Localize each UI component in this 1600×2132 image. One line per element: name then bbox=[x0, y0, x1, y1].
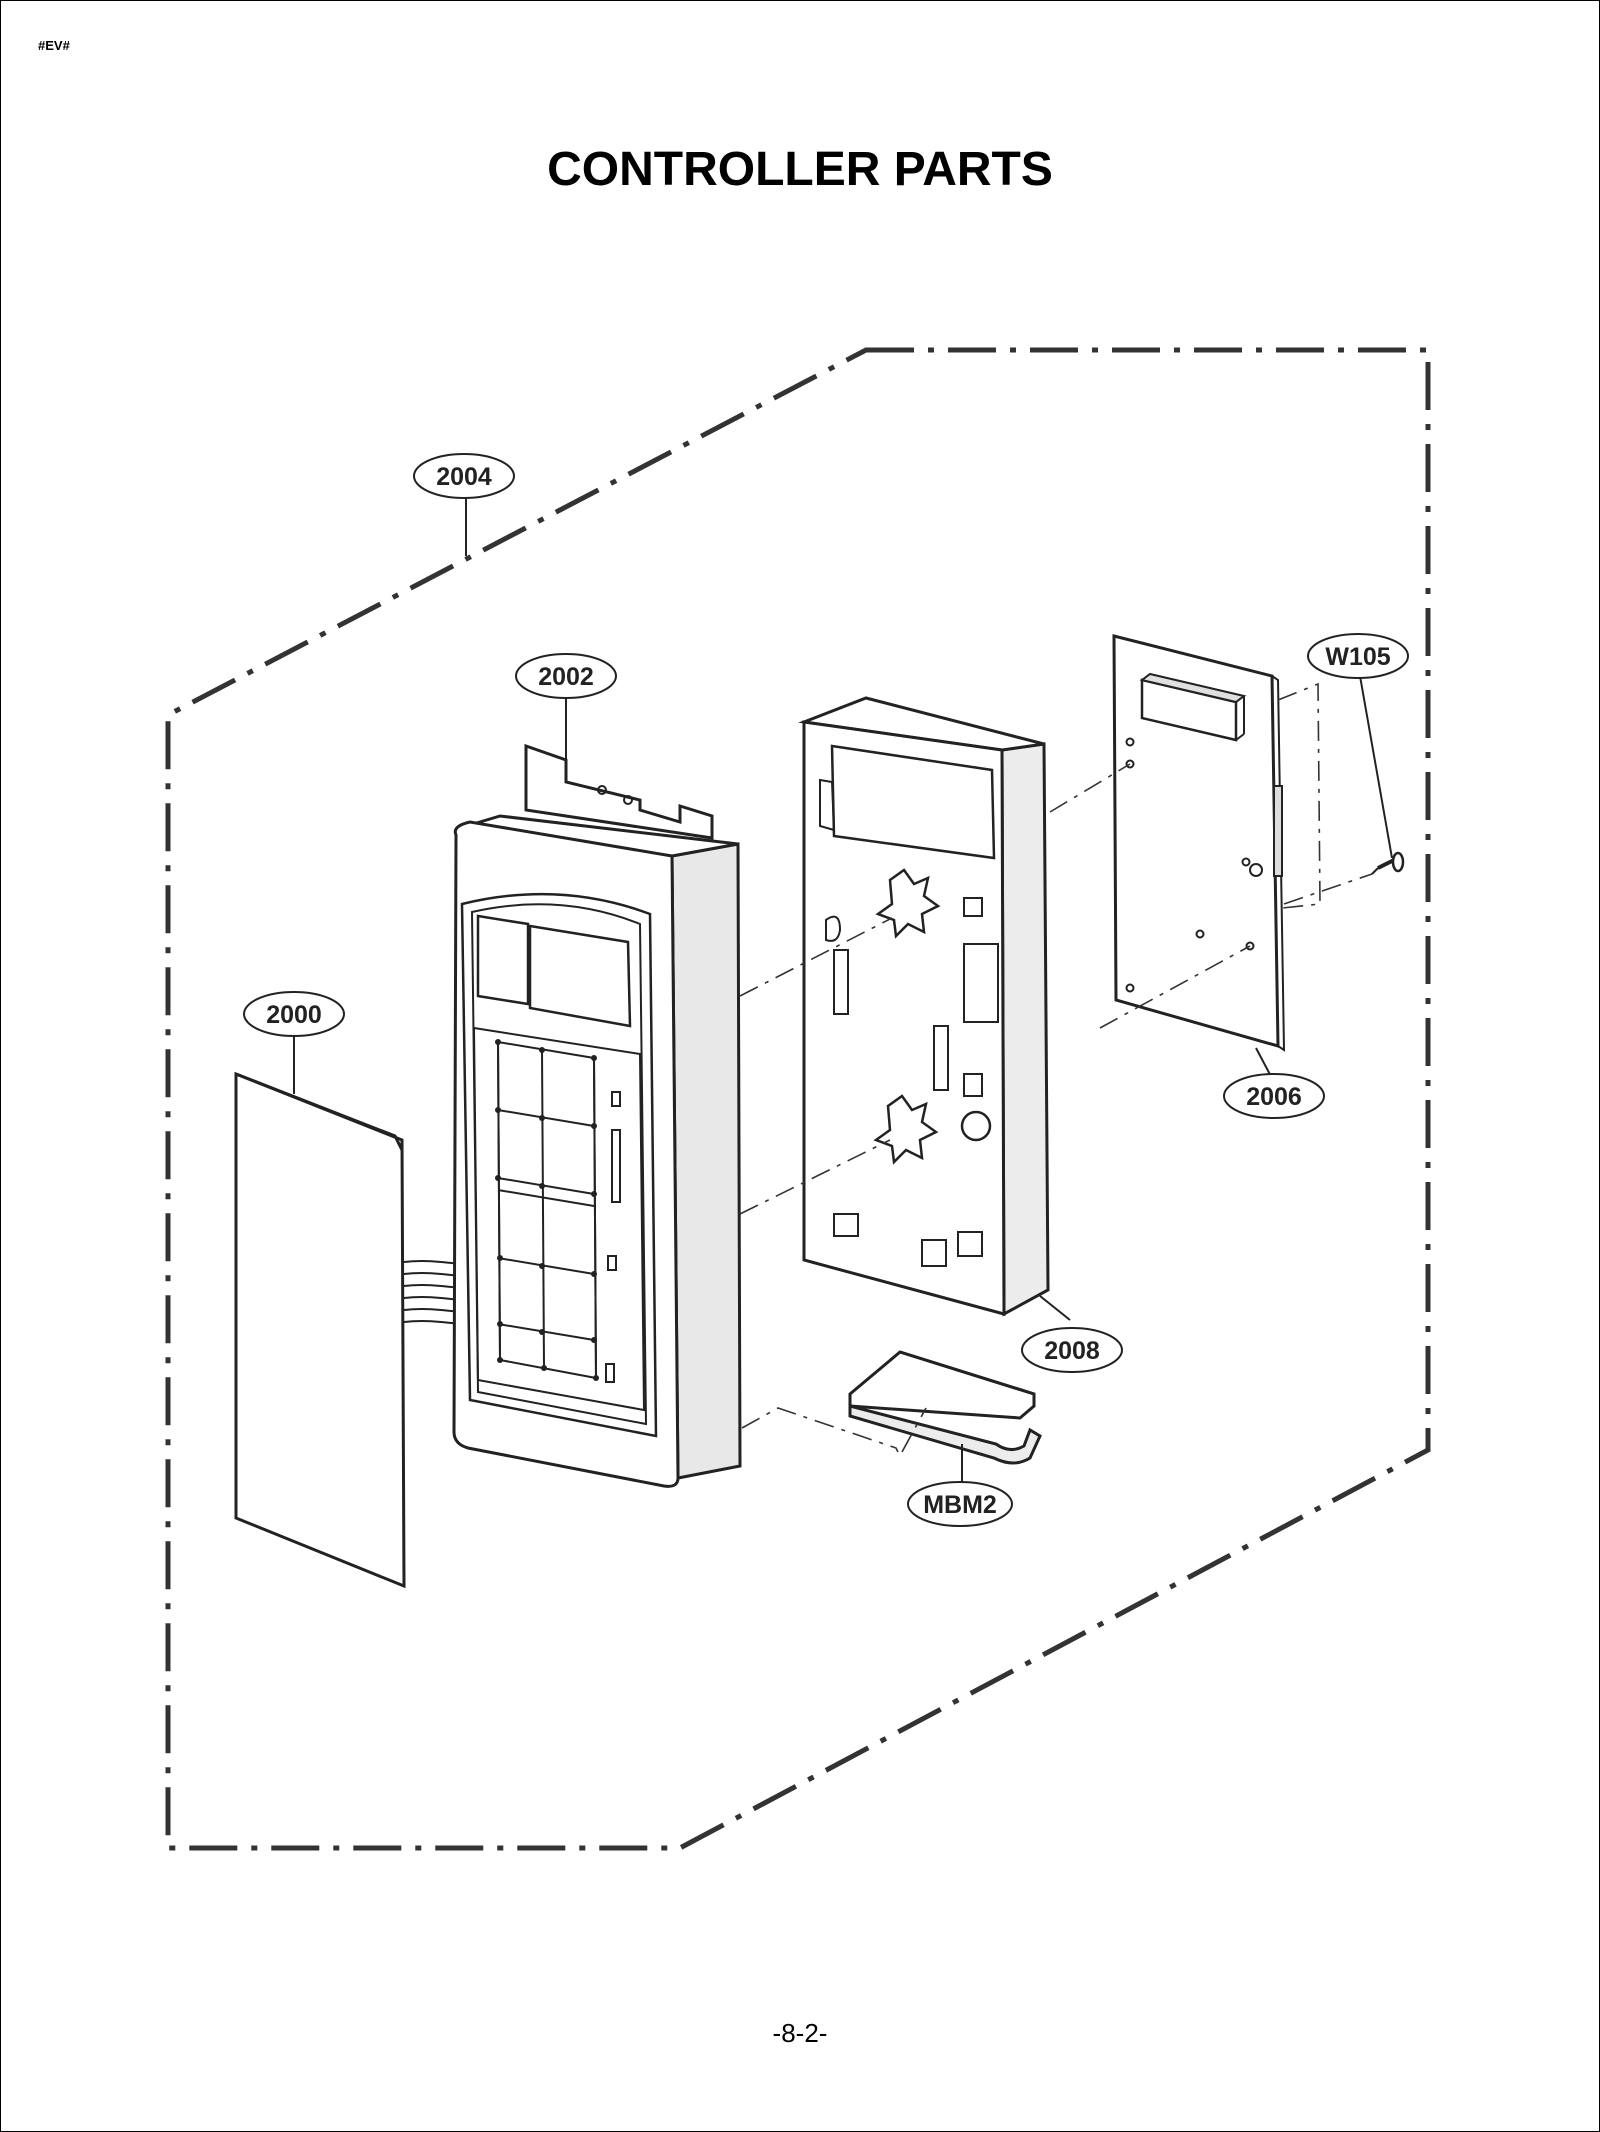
part-2006-pcb bbox=[1112, 634, 1286, 1052]
page-number: -8-2- bbox=[772, 2018, 828, 2048]
callout-w105: W105 bbox=[1307, 633, 1409, 679]
callout-2000: 2000 bbox=[243, 991, 345, 1037]
callout-2002: 2002 bbox=[515, 653, 617, 699]
part-2000-sheet bbox=[234, 1071, 491, 1589]
callout-w105-label: W105 bbox=[1325, 643, 1390, 671]
part-mbm2-clip bbox=[848, 1350, 1042, 1465]
callout-2002-label: 2002 bbox=[538, 663, 594, 691]
part-2002-panel bbox=[452, 743, 742, 1488]
callout-2004-label: 2004 bbox=[436, 463, 492, 491]
callout-2000-label: 2000 bbox=[266, 1001, 322, 1029]
callout-mbm2: MBM2 bbox=[907, 1481, 1013, 1527]
callout-2004: 2004 bbox=[413, 453, 515, 499]
part-w105-screw bbox=[1371, 851, 1405, 875]
callout-mbm2-label: MBM2 bbox=[923, 1491, 997, 1519]
callout-2008: 2008 bbox=[1021, 1327, 1123, 1373]
assembly-guide-lines bbox=[739, 682, 1373, 1453]
keypad-dots bbox=[495, 1039, 599, 1381]
page-title: CONTROLLER PARTS bbox=[547, 143, 1053, 196]
callout-2006-label: 2006 bbox=[1246, 1083, 1302, 1111]
document-tag: #EV# bbox=[38, 38, 70, 53]
part-2008-frame bbox=[798, 696, 1050, 1317]
callout-2008-label: 2008 bbox=[1044, 1337, 1100, 1365]
callout-2006: 2006 bbox=[1223, 1073, 1325, 1119]
